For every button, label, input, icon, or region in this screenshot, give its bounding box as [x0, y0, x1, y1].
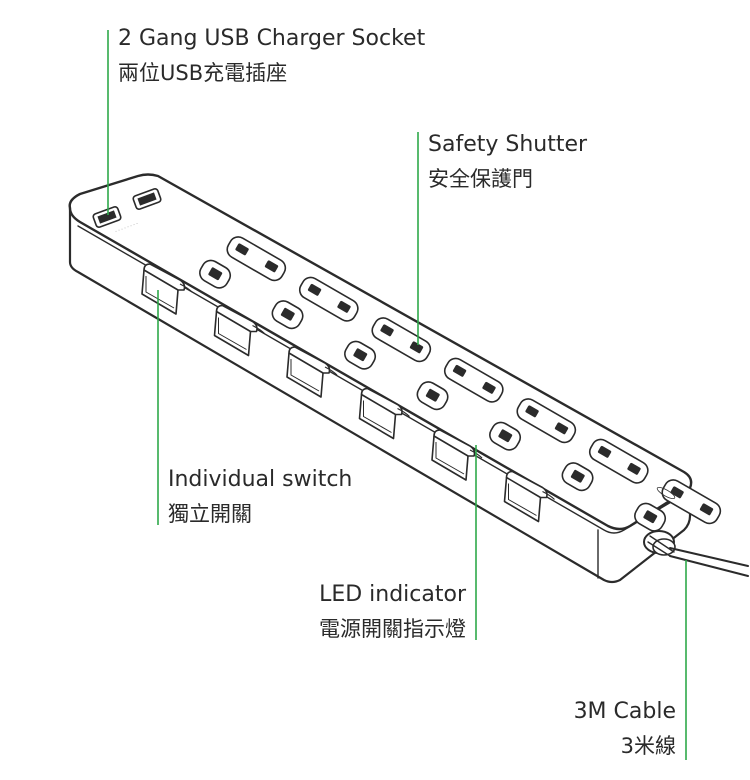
outlet	[344, 317, 432, 370]
power-cable	[669, 547, 749, 577]
rocker-switch	[431, 429, 483, 481]
callout-led-en: LED indicator	[319, 582, 466, 607]
callout-cable-en: 3M Cable	[573, 699, 676, 724]
outlet	[199, 236, 287, 289]
leader-lines	[107, 30, 687, 760]
led-indicator	[542, 490, 555, 500]
callout-usb: 2 Gang USB Charger Socket 兩位USB充電插座	[118, 22, 425, 90]
outlets	[199, 236, 722, 532]
callout-cable-zh: 3米線	[620, 734, 676, 758]
switches	[141, 263, 555, 523]
brand-logo	[656, 486, 676, 500]
led-indicator	[397, 407, 410, 417]
led-indicator	[469, 449, 483, 459]
outlet	[489, 398, 577, 451]
callout-shutter-en: Safety Shutter	[428, 132, 588, 157]
callout-switch-en: Individual switch	[168, 467, 353, 492]
outlet	[634, 479, 722, 532]
callout-usb-en: 2 Gang USB Charger Socket	[118, 26, 426, 51]
usb-ports: · · · · · · · ·	[92, 188, 162, 235]
callout-switch: Individual switch 獨立開關	[168, 463, 352, 531]
outlet	[271, 276, 359, 330]
callout-cable: 3M Cable 3米線	[574, 695, 676, 763]
strip-top-face	[68, 173, 693, 531]
callout-usb-zh: 兩位USB充電插座	[118, 61, 288, 85]
outlet	[561, 438, 649, 492]
led-indicator	[252, 324, 265, 334]
cable-collar	[643, 530, 676, 557]
rocker-switch	[358, 387, 410, 440]
led-indicator	[179, 283, 193, 293]
rocker-switch	[286, 346, 338, 398]
callout-switch-zh: 獨立開關	[168, 502, 252, 526]
callout-shutter-zh: 安全保護門	[428, 167, 533, 191]
rocker-switch	[213, 304, 265, 357]
rocker-switch	[141, 263, 193, 315]
outlet	[416, 357, 504, 411]
led-indicator	[324, 366, 338, 376]
callout-shutter: Safety Shutter 安全保護門	[428, 128, 587, 196]
rocker-switch	[503, 470, 555, 523]
strip-top-edge	[77, 225, 689, 534]
callout-led: LED indicator 電源開關指示燈	[319, 578, 466, 646]
callout-led-zh: 電源開關指示燈	[319, 617, 466, 641]
